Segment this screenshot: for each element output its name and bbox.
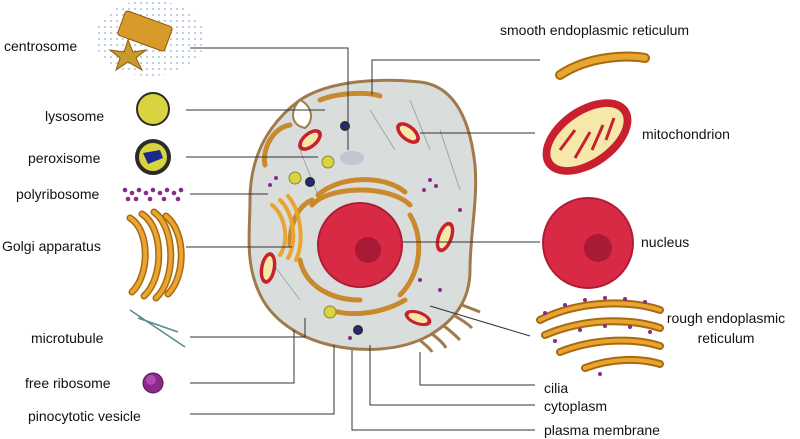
cell-golgi [270,194,303,262]
cell-nucleolus [355,237,381,263]
lysosome-illustration [136,92,170,126]
cell-body [247,78,481,353]
golgi-illustration [126,208,185,302]
leader-free-ribosome [190,330,295,384]
leader-cytoplasm [369,345,535,406]
label-polyribosome: polyribosome [16,186,100,202]
leader-pinocytotic [190,345,335,415]
leader-plasma-membrane [351,350,535,431]
label-golgi-apparatus: Golgi apparatus [2,238,101,254]
leader-microtubule [190,318,306,338]
cell-rough-er [287,177,422,317]
label-pinocytotic-vesicle: pinocytotic vesicle [28,408,141,424]
label-lysosome: lysosome [45,108,105,124]
microtubule-illustration [129,309,186,348]
label-mitochondrion: mitochondrion [642,126,730,142]
leader-lines [186,47,540,431]
leader-centrosome [190,47,349,150]
label-rough-er-line2: reticulum [697,330,755,346]
cell-cilia [418,303,481,353]
label-smooth-er: smooth endoplasmic reticulum [500,22,690,38]
leader-cilia [419,352,535,386]
label-cilia: cilia [544,380,569,396]
label-plasma-membrane: plasma membrane [544,422,660,438]
mitochondrion-illustration [542,99,632,175]
label-nucleus: nucleus [641,234,690,250]
label-peroxisome: peroxisome [28,150,101,166]
rough-er-illustration [536,296,664,376]
polyribosome-illustration [122,187,184,202]
label-microtubule: microtubule [31,330,104,346]
cell-mitochondria [259,122,455,327]
cell-ribosomes [268,176,462,340]
label-cytoplasm: cytoplasm [544,398,608,414]
nucleus-illustration [542,197,634,289]
label-rough-er-line1: rough endoplasmic [666,310,786,326]
leader-smooth-er [371,59,540,95]
free-ribosome-illustration [142,372,164,394]
label-free-ribosome: free ribosome [25,375,111,391]
peroxisome-illustration [135,139,171,175]
centrosome-illustration [95,0,205,76]
smooth-er-illustration [555,51,650,80]
cell-vesicles [288,121,363,335]
leader-rough-er [429,305,531,337]
label-centrosome: centrosome [4,38,78,54]
